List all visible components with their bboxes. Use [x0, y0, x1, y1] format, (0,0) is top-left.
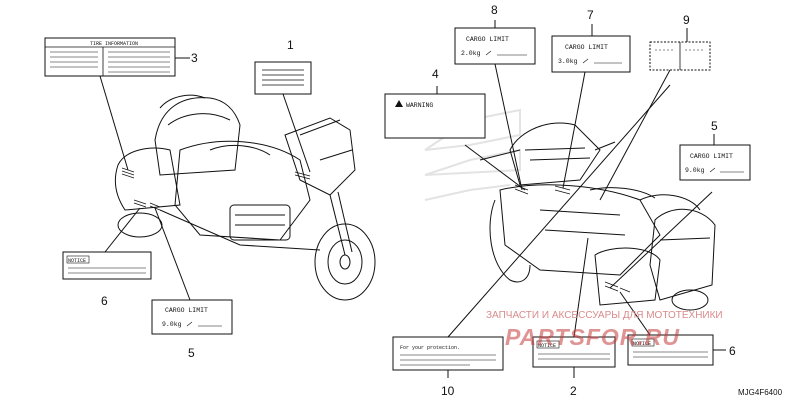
leader-line-6-right: [619, 291, 651, 336]
callout-5-right: 5: [711, 119, 718, 133]
label-1-decal: [254, 61, 312, 95]
notice-text-right: NOTICE: [633, 341, 651, 347]
leader-line-8b: [494, 63, 523, 191]
leader-line-5-right-b: [609, 191, 713, 289]
cargo-weight-5-left: 9.0kg: [162, 321, 182, 328]
callout-7: 7: [587, 8, 594, 22]
callout-4: 4: [432, 67, 439, 81]
notice-text-2: NOTICE: [538, 343, 556, 349]
callout-2: 2: [570, 384, 577, 398]
diagram-code: MJG4F6400: [738, 388, 783, 397]
cargo-weight-5-right: 9.0kg: [685, 167, 705, 174]
callout-10: 10: [441, 384, 455, 398]
leader-line-1: [282, 93, 311, 173]
label-10-protection: For your protection.: [392, 336, 504, 371]
cargo-title-5-right: CARGO LIMIT: [690, 153, 733, 160]
callout-6-left: 6: [101, 294, 108, 308]
leader-line-3: [99, 75, 129, 171]
label-2-notice: NOTICE: [532, 336, 616, 368]
leader-line-4b: [464, 144, 526, 191]
label-5-cargo-left: CARGO LIMIT 9.0kg: [151, 299, 233, 335]
callout-6-right: 6: [729, 344, 736, 358]
callout-9: 9: [683, 13, 690, 27]
label-8-cargo: CARGO LIMIT 2.0kg: [454, 27, 536, 65]
motorcycle-left-illustration: [114, 94, 376, 301]
warning-triangle-icon: [395, 100, 403, 107]
label-9-decal: [649, 41, 711, 71]
notice-text-left: NOTICE: [68, 258, 86, 264]
leader-line-2: [573, 237, 589, 338]
leader-line-7b: [562, 71, 586, 189]
cargo-weight-7: 3.0kg: [558, 58, 578, 65]
leader-line-10: [447, 84, 671, 338]
watermark-logo: PARTSFOR.RU: [505, 324, 680, 350]
leader-line-5-left: [154, 207, 191, 301]
leader-line-6-left: [104, 207, 141, 253]
callout-1: 1: [287, 38, 294, 52]
cargo-title-5-left: CARGO LIMIT: [165, 307, 208, 314]
callout-3: 3: [191, 51, 198, 65]
cargo-title-7: CARGO LIMIT: [565, 44, 608, 51]
protection-text: For your protection.: [400, 345, 460, 351]
label-4-warning: WARNING: [384, 93, 486, 139]
motorcycle-right-illustration: [479, 122, 716, 311]
label-7-cargo: CARGO LIMIT 3.0kg: [551, 35, 631, 73]
callout-8: 8: [491, 3, 498, 17]
watermark-text: ЗАПЧАСТИ И АКСЕССУАРЫ ДЛЯ МОТОТЕХНИКИ: [486, 310, 723, 321]
tire-label-header: TIRE INFORMATION: [90, 41, 138, 47]
leader-line-9b: [599, 69, 671, 201]
warning-text: WARNING: [406, 102, 433, 109]
label-3-tire-information: TIRE INFORMATION: [44, 37, 176, 77]
label-5-cargo-right: CARGO LIMIT 9.0kg: [679, 144, 751, 181]
callout-5-left: 5: [188, 346, 195, 360]
cargo-title-8: CARGO LIMIT: [466, 36, 509, 43]
label-6-notice-left: NOTICE: [62, 251, 152, 280]
cargo-weight-8: 2.0kg: [461, 50, 481, 57]
